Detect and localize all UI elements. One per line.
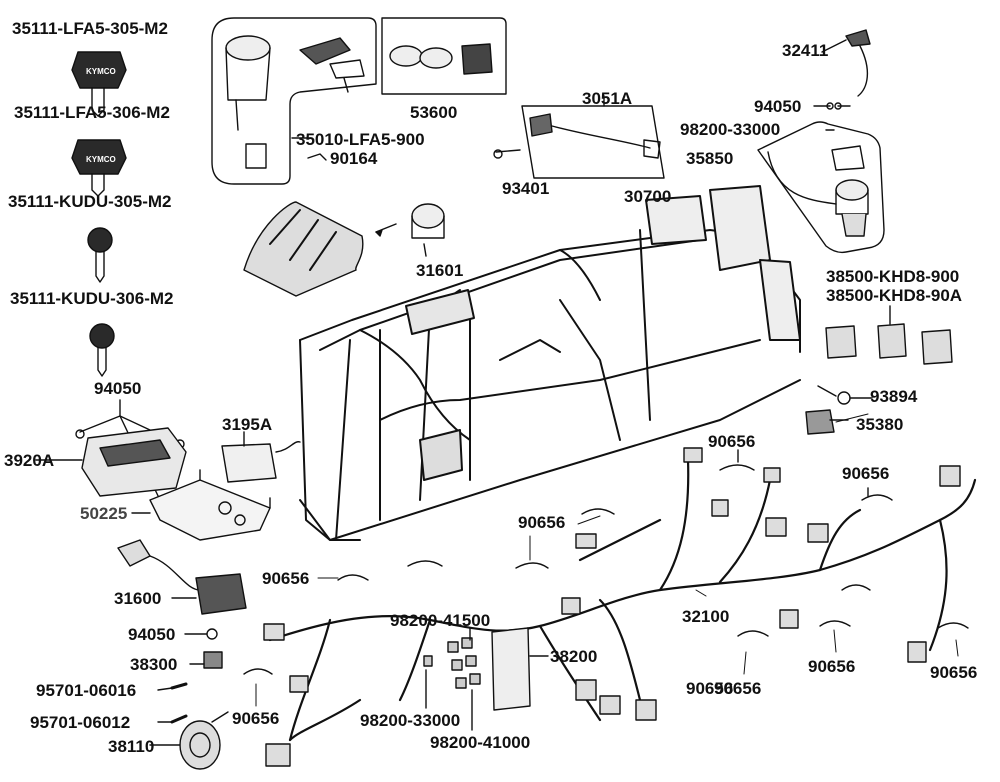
switch-harness-box — [493, 95, 665, 179]
part-label-35111-lfa5-306-m2: 35111-LFA5-306-M2 — [14, 103, 170, 122]
part-label-90656-d: 90656 — [708, 432, 756, 451]
part-label-35111-kudu-306-m2: 35111-KUDU-306-M2 — [10, 289, 174, 308]
part-label-94050-a: 94050 — [94, 379, 142, 398]
starter-relay-box — [757, 102, 885, 254]
cover-panel-illustration — [243, 201, 397, 297]
part-label-95701-06016: 95701-06016 — [36, 681, 137, 700]
atv-frame — [299, 185, 801, 541]
part-label-35111-kudu-305-m2: 35111-KUDU-305-M2 — [8, 192, 172, 211]
horn-illustration — [149, 711, 229, 770]
key-kudu-306-illustration — [89, 323, 115, 377]
part-label-35010-lfa5-900: 35010-LFA5-900 — [296, 130, 425, 149]
cable-clamps-90656 — [243, 449, 969, 675]
relay-3195a-illustration — [221, 431, 301, 483]
part-label-35380: 35380 — [856, 415, 904, 434]
small-parts-left-illustration — [157, 628, 223, 724]
part-label-90656-i: 90656 — [714, 679, 762, 698]
part-label-38500-khd8-90a: 38500-KHD8-90A — [826, 286, 963, 305]
part-label-90656-f: 90656 — [686, 679, 734, 698]
part-label-90656-e: 90656 — [842, 464, 890, 483]
battery-cable-32411 — [821, 29, 871, 97]
part-label-3051a: 3051A — [582, 89, 633, 108]
part-label-50225: 50225 — [80, 504, 128, 523]
switch-cover-box — [381, 17, 507, 95]
part-label-95701-06012: 95701-06012 — [30, 713, 131, 732]
relays-38500 — [825, 305, 953, 365]
part-label-3195a: 3195A — [222, 415, 273, 434]
part-label-94050-c: 94050 — [754, 97, 802, 116]
regulator-illustration — [117, 539, 247, 615]
part-label-98200-33000-b: 98200-33000 — [680, 120, 781, 139]
ignition-switch-box — [211, 17, 377, 185]
ignition-31601-illustration — [411, 203, 445, 257]
bracket-illustration — [131, 469, 271, 541]
harness-connectors — [263, 447, 961, 767]
leader-lines — [255, 413, 959, 707]
part-label-38200: 38200 — [550, 647, 598, 666]
part-label-35850: 35850 — [686, 149, 734, 168]
main-wiring-harness — [268, 458, 977, 742]
part-label-38300: 38300 — [130, 655, 178, 674]
part-label-93894: 93894 — [870, 387, 918, 406]
part-label-30700: 30700 — [624, 187, 672, 206]
fuses-98200 — [423, 627, 481, 731]
part-label-32411: 32411 — [782, 41, 829, 60]
part-label-38500-khd8-900: 38500-KHD8-900 — [826, 267, 960, 286]
part-label-94050-b: 94050 — [128, 625, 176, 644]
part-label-90656-h: 90656 — [930, 663, 978, 682]
part-label-38110: 38110 — [108, 737, 155, 756]
part-label-35111-lfa5-305-m2: 35111-LFA5-305-M2 — [12, 19, 168, 38]
fuse-box-38200 — [491, 627, 549, 711]
part-label-90656-a: 90656 — [262, 569, 310, 588]
part-label-98200-41000: 98200-41000 — [430, 733, 531, 752]
part-label-98200-41500: 98200-41500 — [390, 611, 491, 630]
part-label-53600: 53600 — [410, 103, 458, 122]
part-label-98200-33000-a: 98200-33000 — [360, 711, 461, 730]
part-label-90164: 90164 — [330, 149, 378, 168]
key-lfa5-305-illustration: KYMCO — [71, 51, 127, 117]
key-kudu-305-illustration — [87, 227, 113, 283]
part-label-3920a: 3920A — [4, 451, 55, 470]
part-label-31600: 31600 — [114, 589, 162, 608]
part-label-90656-b: 90656 — [232, 709, 280, 728]
part-label-31601: 31601 — [416, 261, 464, 280]
part-label-90656-g: 90656 — [808, 657, 856, 676]
part-label-32100: 32100 — [682, 607, 730, 626]
key-lfa5-306-illustration: KYMCO — [71, 139, 127, 197]
key-logo-text: KYMCO — [86, 67, 116, 76]
part-label-93401: 93401 — [502, 179, 550, 198]
ecu-illustration — [35, 399, 187, 501]
key-logo-text-2: KYMCO — [86, 155, 116, 164]
part-label-90656-c: 90656 — [518, 513, 566, 532]
